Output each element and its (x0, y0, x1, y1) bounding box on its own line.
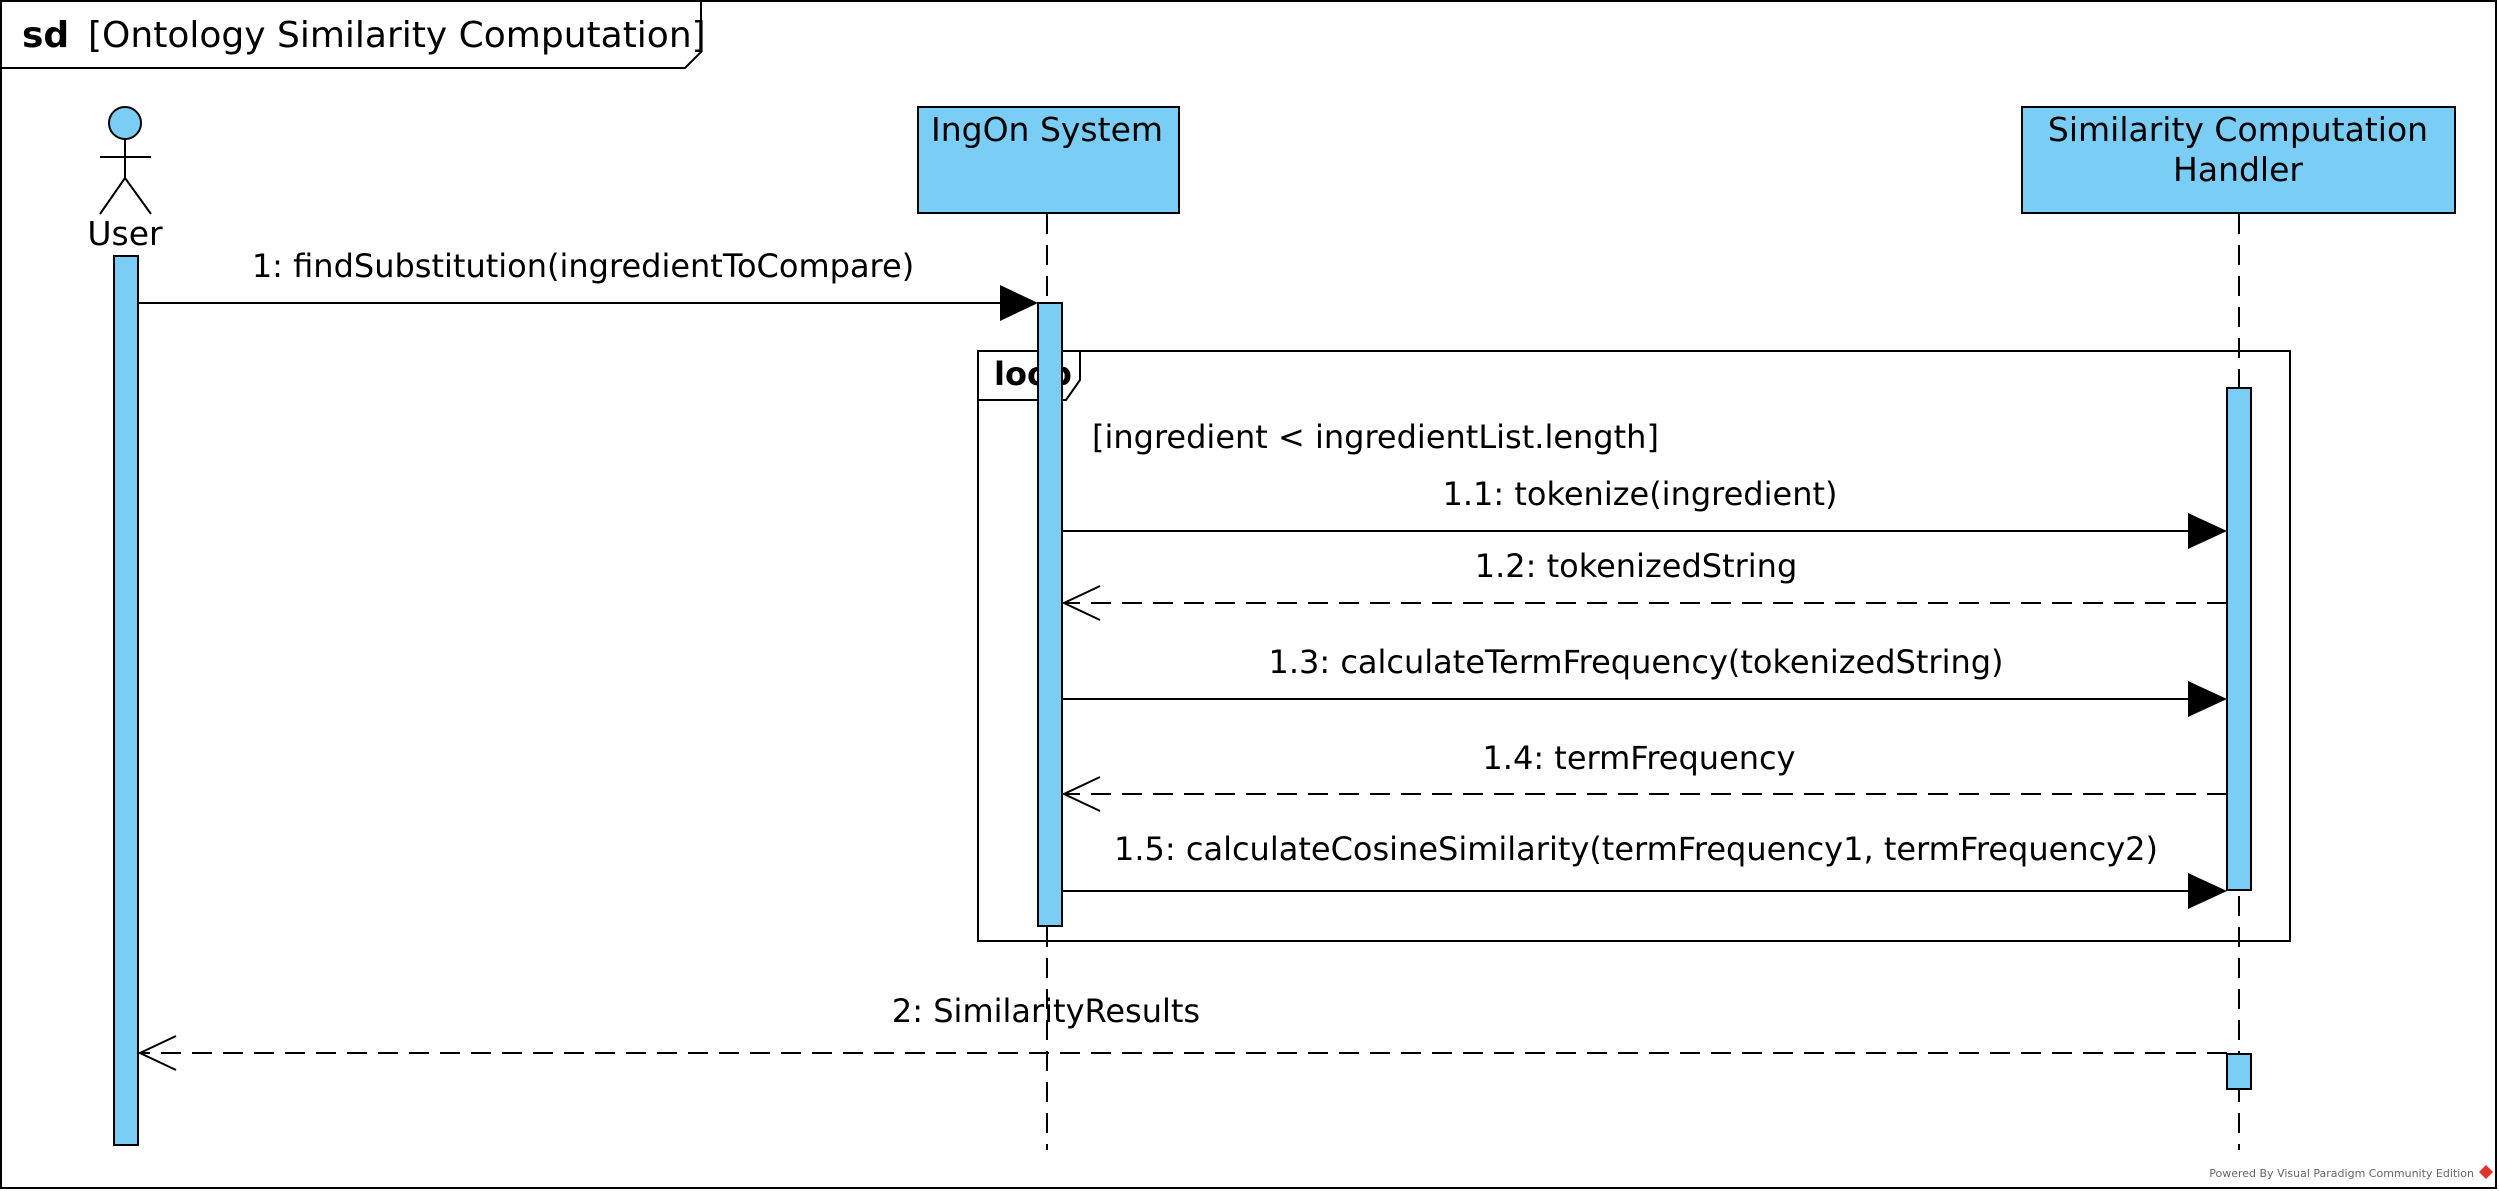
user-actor-name: User (87, 214, 163, 253)
message-1-1-arrowhead-icon (2188, 513, 2227, 549)
ingon-system-title: IngOn System (931, 110, 1163, 149)
visual-paradigm-logo-icon (2479, 1165, 2493, 1179)
message-1-3-arrowhead-icon (2188, 681, 2227, 717)
message-1-1-label: 1.1: tokenize(ingredient) (1442, 475, 1837, 513)
message-1-5-arrowhead-icon (2188, 873, 2227, 909)
message-1-2-arrowhead-icon (1061, 585, 1101, 621)
sd-frame-title: [Ontology Similarity Computation] (88, 15, 706, 56)
sd-frame-keyword: sd (22, 15, 69, 56)
message-1-4-label: 1.4: termFrequency (1482, 739, 1795, 777)
message-1-label: 1: findSubstitution(ingredientToCompare) (252, 247, 914, 285)
handler-activation (2226, 387, 2252, 891)
handler-title-line1: Similarity Computation (2048, 110, 2428, 149)
user-actor (99, 106, 152, 215)
handler-title-line2: Handler (2173, 150, 2303, 189)
message-1-4-arrowhead-icon (1061, 776, 1101, 812)
sd-frame-tab (0, 0, 702, 69)
handler-head (2021, 106, 2456, 214)
message-1-5-label: 1.5: calculateCosineSimilarity(termFrequ… (1114, 830, 2158, 868)
user-activation (113, 255, 139, 1146)
powered-by-footer: Powered By Visual Paradigm Community Edi… (2209, 1167, 2474, 1180)
message-1-3-label: 1.3: calculateTermFrequency(tokenizedStr… (1268, 643, 2003, 681)
ingon-system-head (917, 106, 1180, 214)
ingon-activation (1037, 302, 1063, 927)
handler-return-activation (2226, 1053, 2252, 1090)
loop-guard: [ingredient < ingredientList.length] (1092, 418, 1659, 456)
message-1-arrowhead-icon (1000, 285, 1038, 321)
actor-head-icon (108, 106, 142, 140)
message-2-label: 2: SimilarityResults (892, 992, 1200, 1030)
message-1-2-label: 1.2: tokenizedString (1475, 547, 1798, 585)
loop-fragment (977, 350, 2291, 942)
message-2-arrowhead-icon (137, 1035, 177, 1071)
